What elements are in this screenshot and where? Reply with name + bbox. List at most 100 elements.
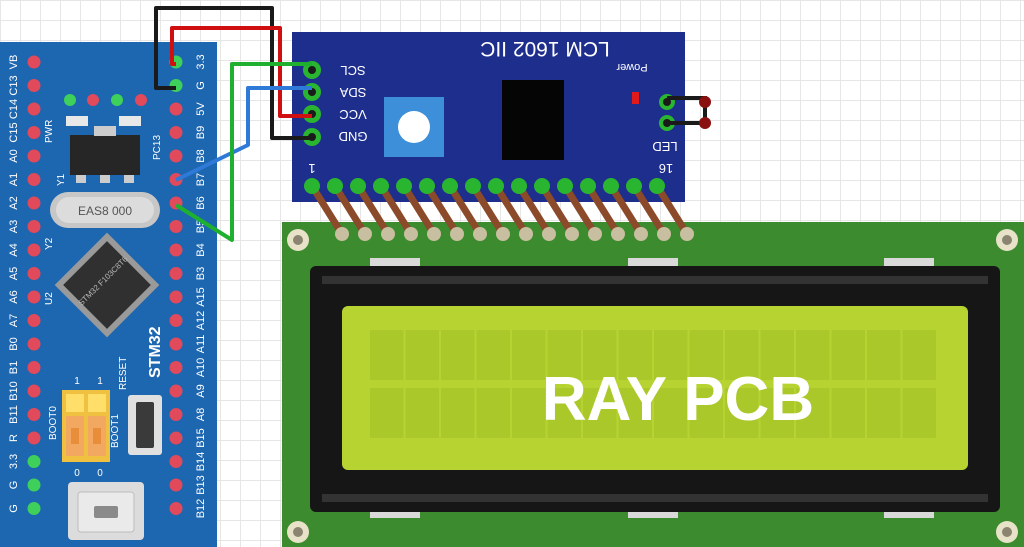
stm32-right-pad-b5[interactable] (169, 220, 183, 233)
header-pin (354, 182, 392, 238)
lcd-char-cell (654, 330, 688, 380)
header-pin (607, 182, 645, 238)
stm32-right-pin-label: B15 (195, 428, 207, 448)
stm32-left-pad-vb[interactable] (27, 55, 41, 69)
stm32-right-pad-b3[interactable] (169, 267, 183, 280)
svg-text:0: 0 (74, 468, 80, 479)
stm32-right-pad-b13[interactable] (169, 478, 183, 492)
svg-text:0: 0 (97, 468, 103, 479)
svg-text:1: 1 (74, 376, 80, 387)
lcd-char-cell (583, 330, 617, 380)
stm32-right-pin-label: B14 (195, 452, 207, 472)
stm32-right-pad-a10[interactable] (169, 361, 183, 374)
lcd-char-cell (512, 388, 546, 438)
stm32-right-pad-a15[interactable] (169, 290, 183, 304)
stm32-left-pad-a3[interactable] (27, 220, 41, 233)
svg-text:1: 1 (97, 376, 103, 387)
header-pad (649, 178, 665, 194)
stm32-right-pad-b15[interactable] (169, 431, 183, 445)
stm32-left-pad-a4[interactable] (27, 243, 41, 257)
silk-boot1: BOOT1 (110, 414, 121, 448)
stm32-right-pad-a11[interactable] (169, 337, 183, 351)
stm32-right-pad-a12[interactable] (169, 314, 183, 327)
pin16-label: 16 (659, 161, 673, 176)
stm32-left-pad-c14[interactable] (27, 102, 41, 116)
stm32-left-pad-c13[interactable] (27, 79, 41, 92)
stm32-left-pad-a1[interactable] (27, 173, 41, 186)
stm32-right-pad-g[interactable] (169, 79, 183, 92)
lcd-char-cell (902, 388, 936, 438)
lcd-char-cell (796, 388, 830, 438)
header-pin (561, 182, 599, 238)
header-pad (626, 178, 642, 194)
stm32-left-pad-g[interactable] (27, 478, 41, 492)
header-pin (469, 182, 507, 238)
led-label: LED (652, 139, 677, 154)
stm32-left-pad-33[interactable] (27, 455, 41, 468)
lcd-char-cell (476, 330, 510, 380)
stm32-right-pad-b8[interactable] (169, 149, 183, 163)
voltage-regulator (70, 135, 140, 175)
lcd-display-text: RAY PCB (542, 365, 814, 434)
lcd-char-cell (725, 330, 759, 380)
header-pad (511, 178, 527, 194)
stm32-left-pin-label: VB (8, 55, 20, 70)
lcd-char-cell (370, 388, 404, 438)
silk-boot0: BOOT0 (48, 406, 59, 440)
potentiometer-knob[interactable] (398, 111, 430, 143)
header-pin (538, 182, 576, 238)
stm32-right-pad-b4[interactable] (169, 243, 183, 257)
lcd-char-cell (618, 330, 652, 380)
stm32-left-pad-a7[interactable] (27, 314, 41, 327)
lcd-pin-pad (565, 227, 579, 241)
stm32-right-pad-b12[interactable] (169, 502, 183, 515)
stm32-left-pad-a0[interactable] (27, 149, 41, 163)
header-pad (350, 178, 366, 194)
stm32-right-pin-label: B7 (195, 173, 207, 186)
stm32-left-pad-a6[interactable] (27, 290, 41, 304)
pc13-led-icon (111, 94, 123, 106)
stm32-right-pin-label: A8 (195, 408, 207, 421)
stm32-right-pad-a9[interactable] (169, 384, 183, 398)
stm32-right-pin-label: A12 (195, 311, 207, 331)
stm32-left-pad-b10[interactable] (27, 384, 41, 398)
lcd-char-cell (725, 388, 759, 438)
lcd-pin-pad (381, 227, 395, 241)
power-label: Power (616, 61, 648, 73)
stm32-right-pad-5v[interactable] (169, 102, 183, 116)
stm32-right-pad-b14[interactable] (169, 455, 183, 468)
lcd-pin-pad (404, 227, 418, 241)
stm32-right-pad-b9[interactable] (169, 126, 183, 139)
stm32-left-pin-label: B1 (8, 361, 20, 374)
stm32-right-pin-label: G (195, 81, 207, 90)
i2c-chip (502, 80, 564, 160)
stm32-left-pad-a2[interactable] (27, 196, 41, 210)
lcd-char-cell (689, 388, 723, 438)
lcd-char-cell (476, 388, 510, 438)
stm32-left-pad-r[interactable] (27, 431, 41, 445)
wire-sda[interactable] (175, 86, 312, 182)
stm32-left-pad-a5[interactable] (27, 267, 41, 280)
stm32-left-pad-b0[interactable] (27, 337, 41, 351)
stm32-left-pad-b1[interactable] (27, 361, 41, 374)
header-pin (377, 182, 415, 238)
stm32-right-pin-label: B4 (195, 243, 207, 256)
wire-gnd[interactable] (154, 6, 312, 140)
stm32-left-pin-label: 3.3 (8, 454, 20, 469)
led-jumper-wire[interactable] (667, 96, 707, 125)
header-pin (492, 182, 530, 238)
header-pad (534, 178, 550, 194)
stm32-right-pin-label: B13 (195, 475, 207, 495)
wire-scl[interactable] (174, 62, 312, 242)
crystal-label: EAS8 000 (78, 204, 132, 218)
lcd-char-cell (441, 330, 475, 380)
lcd-module: RAY PCB (282, 222, 1024, 547)
stm32-right-pad-a8[interactable] (169, 408, 183, 421)
stm32-left-pin-label: R (8, 434, 20, 442)
wire-vcc[interactable] (170, 26, 312, 118)
stm32-left-pad-c15[interactable] (27, 126, 41, 139)
stm32-left-pad-g[interactable] (27, 502, 41, 515)
stm32-left-pad-b11[interactable] (27, 408, 41, 421)
i2c-pin-sda: SDA (339, 85, 366, 100)
header-pad (580, 178, 596, 194)
